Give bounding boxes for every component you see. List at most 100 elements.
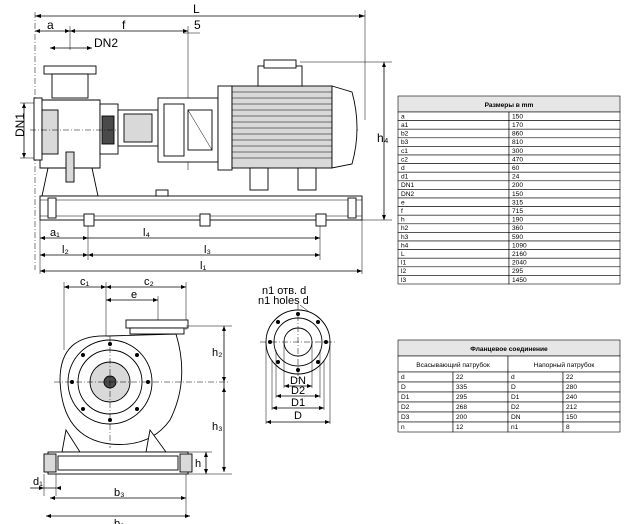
flange-cell-v1: 200 (456, 414, 467, 421)
size-value: 2160 (512, 251, 527, 258)
size-key: h4 (401, 242, 409, 249)
table-row: L 2160 (397, 249, 621, 259)
size-key: c2 (401, 156, 408, 163)
size-value: 190 (512, 217, 523, 224)
dim-label-h: h (195, 458, 201, 470)
table-row: b2 860 (397, 128, 621, 139)
size-key: f (401, 208, 403, 215)
flange-cell-k1: D2 (401, 404, 410, 411)
flange-cell-v2: 22 (566, 374, 574, 381)
flange-cell-v1: 268 (456, 404, 467, 411)
table-row: f 715 (397, 206, 621, 216)
dim-label-D2: D2 (291, 385, 305, 397)
size-key: L (401, 251, 405, 258)
flange-cell-v2: 8 (566, 424, 570, 431)
flange-cell-k1: D3 (401, 414, 410, 421)
dim-label-a: a (47, 18, 54, 32)
table-row: d 22 d 22 (397, 371, 621, 383)
dim-label-l2: l₂ (62, 244, 69, 256)
size-value: 470 (512, 156, 523, 163)
motor-fan-cover (331, 85, 358, 169)
flange-cell-k2: n1 (511, 424, 519, 431)
size-key: b2 (401, 131, 409, 138)
flange-cell-v1: 22 (456, 374, 464, 381)
size-key: h3 (401, 234, 409, 241)
dim-label-h4: h₄ (377, 131, 389, 145)
table-row: c2 470 (397, 154, 621, 164)
size-key: DN2 (401, 191, 415, 198)
flange-cell-v2: 240 (566, 394, 577, 401)
dim-label-b2: b₂ (114, 518, 124, 524)
flange-table-title: Фланцевое соединение (470, 346, 548, 353)
flange-cell-k1: d (401, 374, 405, 381)
dim-label-DN1: DN1 (13, 113, 27, 137)
flange-cell-k1: D1 (401, 394, 410, 401)
size-key: b3 (401, 139, 409, 146)
table-row: c1 300 (397, 146, 621, 156)
size-value: 170 (512, 122, 523, 129)
size-key: DN1 (401, 182, 415, 189)
size-value: 300 (512, 148, 523, 155)
size-key: l1 (401, 260, 406, 267)
dim-label-s: 5 (194, 18, 201, 32)
flange-cell-v2: 280 (566, 384, 577, 391)
size-value: 810 (512, 139, 523, 146)
size-key: c1 (401, 148, 408, 155)
dim-label-h2: h₂ (212, 347, 222, 359)
dim-label-D: D (294, 410, 302, 422)
dim-label-d1: d₁ (33, 476, 43, 488)
dim-label-f: f (122, 18, 126, 32)
dim-label-l4: l₄ (143, 227, 150, 239)
size-value: 715 (512, 208, 523, 215)
dim-label-D1: D1 (291, 397, 305, 409)
table-row: n 12 n1 8 (397, 421, 621, 433)
size-value: 360 (512, 225, 523, 232)
flange-cell-v1: 295 (456, 394, 467, 401)
flange-cell-k1: n (401, 424, 405, 431)
flange-cell-v1: 12 (456, 424, 464, 431)
col-suction: Всасывающий патрубок (416, 361, 490, 369)
dim-label-c2: c₂ (144, 276, 154, 288)
size-value: 200 (512, 182, 523, 189)
flange-cell-v1: 335 (456, 384, 467, 391)
size-value: 1450 (512, 277, 527, 284)
dim-label-l1: l₁ (200, 260, 206, 272)
dim-label-DN: DN (290, 375, 306, 387)
motor-body (231, 85, 333, 169)
flange-cell-v2: 150 (566, 414, 577, 421)
table-row: D3 200 DN 150 (397, 411, 621, 423)
size-value: 860 (512, 131, 523, 138)
dim-label-L: L (193, 2, 200, 16)
size-value: 24 (512, 174, 520, 181)
flange-cell-k2: D2 (511, 404, 520, 411)
front-view: c₁ c₂ e (30, 276, 232, 524)
front-discharge-flange (125, 319, 189, 329)
sizes-table-title: Размеры в mm (485, 102, 534, 109)
flange-cell-k2: DN (511, 414, 521, 421)
dim-label-b3: b₃ (114, 487, 125, 499)
table-row: a1 170 (397, 120, 621, 130)
suction-flange (33, 97, 43, 161)
size-key: a1 (401, 122, 409, 129)
motor-flange (217, 85, 233, 171)
dim-label-h3: h₃ (212, 421, 223, 433)
size-key: e (401, 199, 405, 206)
flange-cell-k2: d (511, 374, 515, 381)
terminal-box (257, 65, 303, 87)
